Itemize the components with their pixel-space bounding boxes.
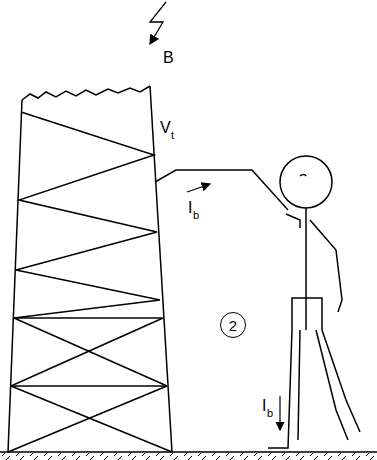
current-subscript: b — [193, 210, 199, 221]
current-subscript: b — [267, 408, 273, 419]
callout-circle: 2 — [220, 312, 246, 338]
current-symbol: I — [188, 200, 192, 216]
voltage-symbol: V — [160, 120, 171, 136]
voltage-subscript: t — [171, 130, 174, 141]
current-symbol: I — [262, 398, 266, 414]
strike-point-label: B — [163, 50, 174, 66]
callout-number: 2 — [229, 318, 237, 333]
